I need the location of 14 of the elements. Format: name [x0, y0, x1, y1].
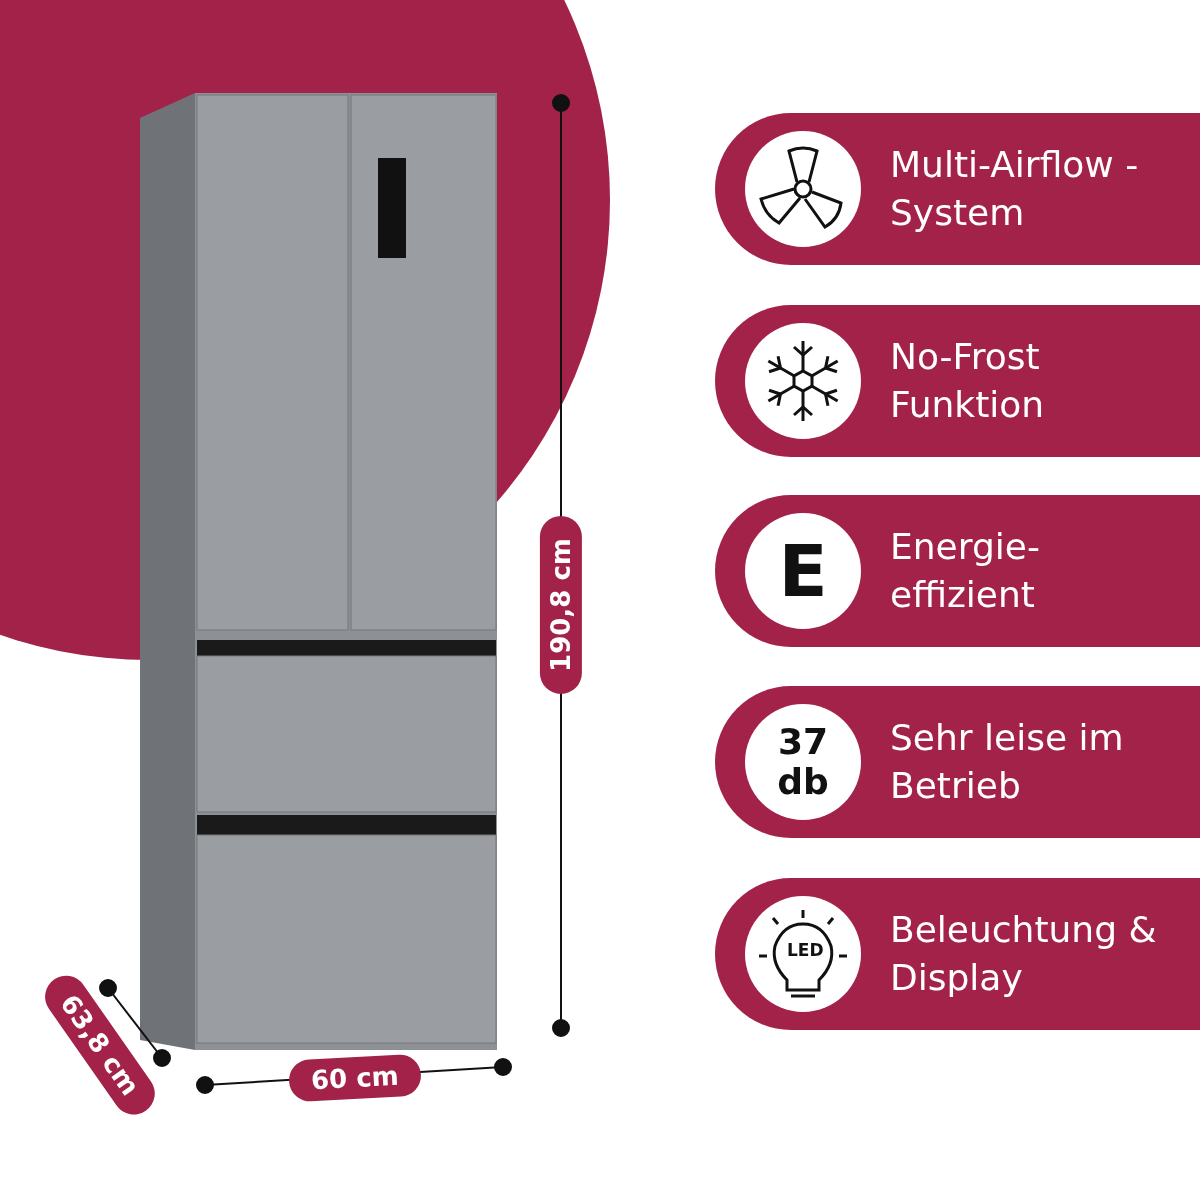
feature-banner: [715, 113, 1200, 265]
feature-heading: Energie- effizient: [890, 525, 1041, 617]
dimension-label: 60 cm: [288, 1053, 422, 1103]
feature-heading: Beleuchtung & Display: [890, 908, 1158, 1000]
feature-heading: Multi-Airflow -System: [890, 143, 1140, 235]
feature-heading: Sehr leise im Betrieb: [890, 716, 1125, 808]
feature-badge: E: [745, 513, 861, 629]
feature-heading: No-Frost Funktion: [890, 335, 1046, 427]
feature-banner: [715, 305, 1200, 457]
feature-banner: [715, 686, 1200, 838]
dimension-label: 190,8 cm: [539, 516, 582, 694]
feature-banner: [715, 495, 1200, 647]
feature-banner: [715, 878, 1200, 1030]
feature-badge: 37 db: [745, 704, 861, 820]
